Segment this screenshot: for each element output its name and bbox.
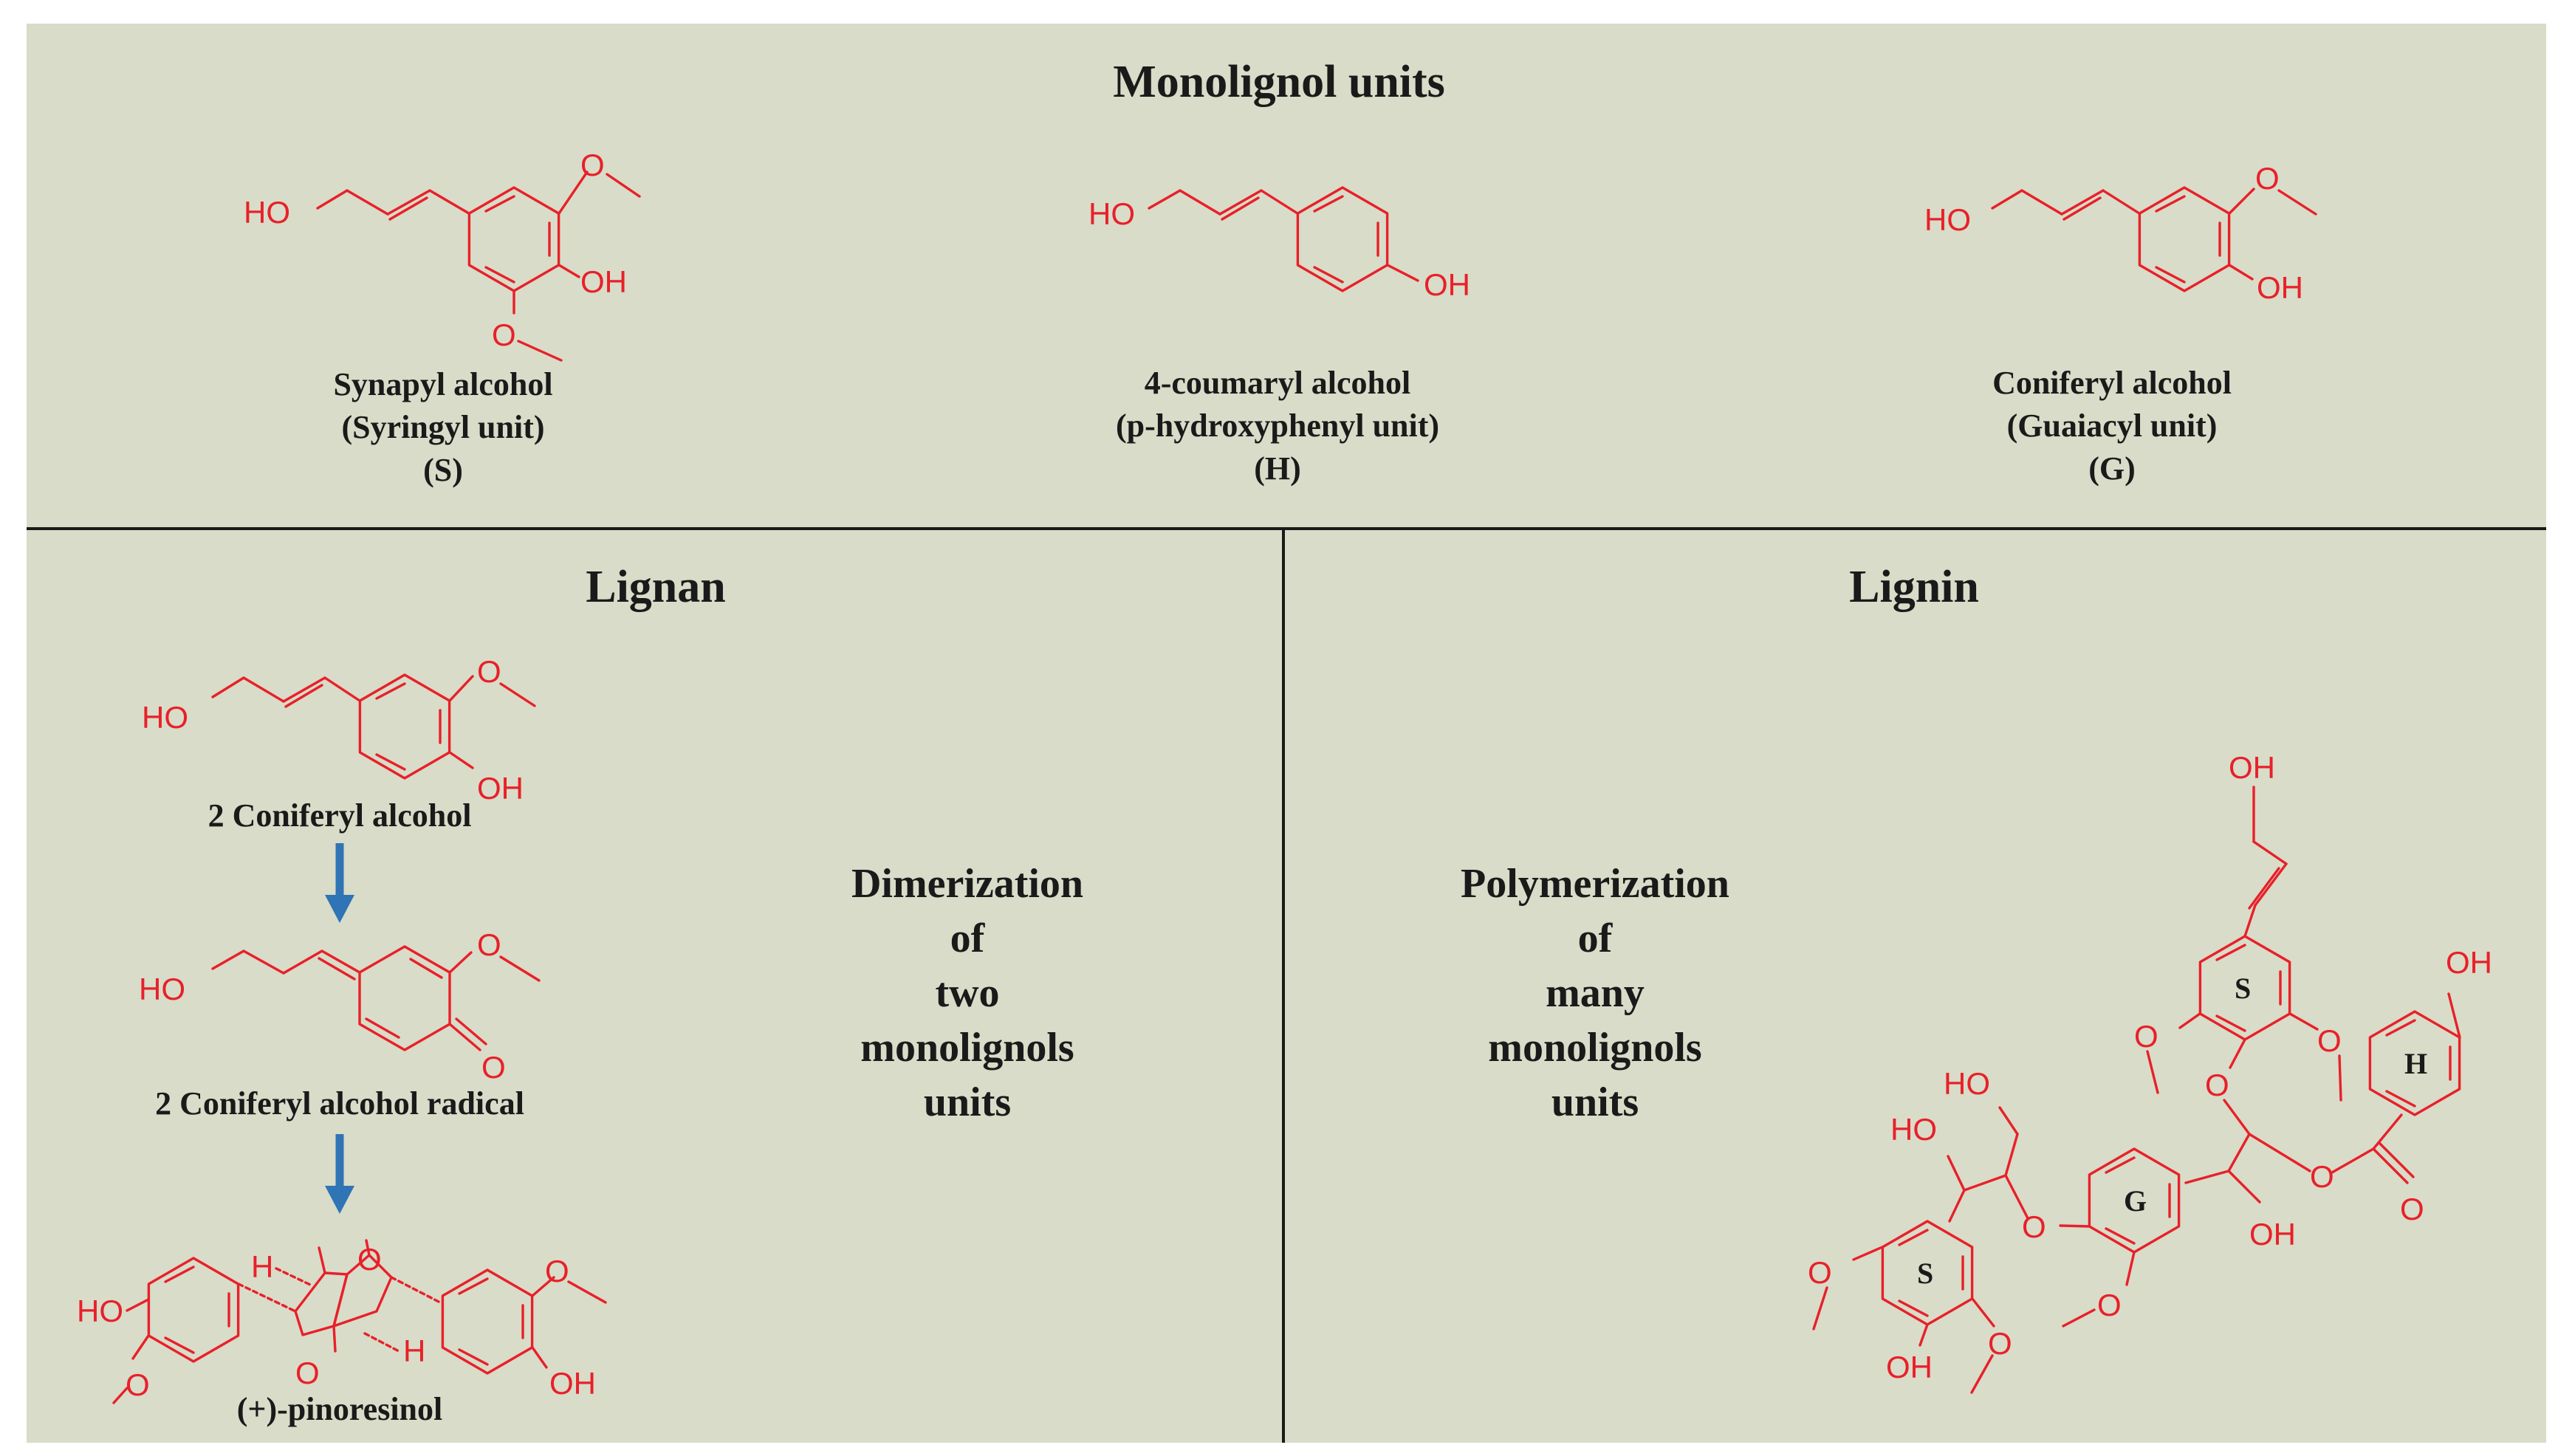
hydroxyl-label: OH	[1424, 267, 1470, 302]
ester-oxygen-label: O	[2310, 1159, 2334, 1194]
guaiacyl-ring-label: G	[2124, 1184, 2147, 1218]
coumaryl-alcohol-structure: HO OH	[1088, 186, 1470, 302]
compound-name: 4-coumaryl alcohol	[1144, 365, 1411, 401]
methoxy-oxygen-label: O	[2097, 1288, 2122, 1322]
methoxy-oxygen-label: O	[2317, 1023, 2342, 1058]
methoxy-oxygen-label: O	[477, 654, 501, 689]
step-radical-label: 2 Coniferyl alcohol radical	[155, 1085, 524, 1122]
compound-name: Coniferyl alcohol	[1992, 365, 2232, 401]
hydroxyl-label: HO	[1088, 196, 1135, 231]
unit-name: (p-hydroxyphenyl unit)	[1115, 408, 1440, 444]
lignin-polymer-structure: OH S O O O O O H OH OH G O	[1808, 750, 2492, 1394]
hydroxyl-label: HO	[1890, 1112, 1937, 1147]
hydroxyl-label: OH	[2446, 945, 2492, 980]
hydroxyl-label: HO	[244, 195, 290, 230]
hydroxyl-label: HO	[139, 972, 185, 1006]
methoxy-oxygen-label: O	[477, 927, 501, 962]
unit-abbreviation: (G)	[2088, 450, 2136, 487]
syringyl-ring-label: S	[1917, 1257, 1933, 1290]
process-line: monolignols	[1488, 1025, 1702, 1071]
polymerization-description: Polymerization of many monolignols units	[1410, 856, 1780, 1130]
ether-oxygen-label: O	[2205, 1068, 2229, 1102]
hydroxyl-label: HO	[77, 1294, 123, 1328]
synapyl-alcohol-caption: Synapyl alcohol (Syringyl unit) (S)	[281, 363, 606, 492]
step-pinoresinol-label: (+)-pinoresinol	[236, 1391, 443, 1427]
carbonyl-oxygen-label: O	[481, 1050, 506, 1085]
methoxy-oxygen-label: O	[1808, 1255, 1832, 1290]
coniferyl-radical-structure: HO O O	[139, 927, 541, 1085]
methoxy-oxygen-label: O	[2134, 1019, 2158, 1054]
pinoresinol-structure: HO O O O H H O OH	[77, 1239, 607, 1404]
ring-oxygen-label: O	[295, 1356, 320, 1390]
lignan-coniferyl-alcohol-structure: HO O OH	[142, 654, 536, 806]
process-line: Polymerization	[1461, 861, 1729, 907]
process-line: of	[1577, 916, 1613, 961]
syringyl-ring-label: S	[2235, 972, 2251, 1005]
process-line: monolignols	[860, 1025, 1074, 1071]
unit-name: (Syringyl unit)	[341, 409, 545, 445]
reaction-arrow	[325, 1134, 354, 1214]
carbonyl-oxygen-label: O	[2400, 1192, 2424, 1226]
hydrogen-label: H	[251, 1249, 273, 1284]
synapyl-alcohol-structure: HO O OH O	[244, 148, 641, 362]
hydroxyl-label: OH	[1886, 1350, 1933, 1384]
hydroxyl-label: HO	[1944, 1066, 1990, 1101]
process-line: many	[1546, 970, 1645, 1016]
lignin-title: Lignin	[1849, 562, 1979, 612]
unit-name: (Guaiacyl unit)	[2006, 408, 2218, 444]
process-line: Dimerization	[851, 861, 1084, 907]
process-line: of	[950, 916, 985, 961]
methoxy-oxygen-label: O	[580, 148, 605, 182]
figure-panel	[27, 24, 2546, 1443]
hydroxyl-label: OH	[2257, 270, 2303, 305]
process-line: units	[1551, 1079, 1639, 1125]
coumaryl-alcohol-caption: 4-coumaryl alcohol (p-hydroxyphenyl unit…	[1078, 362, 1477, 490]
hydroxyl-label: OH	[580, 264, 627, 299]
unit-abbreviation: (H)	[1254, 450, 1301, 487]
process-line: two	[935, 970, 1000, 1016]
hydrogen-label: H	[403, 1333, 425, 1368]
hydroxyl-label: OH	[2249, 1217, 2296, 1251]
step-coniferyl-alcohol-label: 2 Coniferyl alcohol	[208, 797, 472, 834]
methoxy-oxygen-label: O	[126, 1367, 150, 1402]
ring-oxygen-label: O	[357, 1242, 382, 1277]
lignan-title: Lignan	[586, 562, 726, 612]
monolignol-units-title: Monolignol units	[1113, 57, 1445, 107]
coniferyl-alcohol-structure: HO O OH	[1924, 161, 2317, 305]
methoxy-oxygen-label: O	[2255, 161, 2280, 196]
hydroxyl-label: HO	[142, 700, 188, 735]
methoxy-oxygen-label: O	[492, 317, 516, 352]
methoxy-oxygen-label: O	[545, 1254, 569, 1288]
hydroxyl-label: OH	[2229, 750, 2275, 785]
hydroxyl-label: OH	[549, 1366, 596, 1401]
dimerization-description: Dimerization of two monolignols units	[790, 856, 1145, 1130]
hydroxyl-label: HO	[1924, 202, 1971, 237]
unit-abbreviation: (S)	[423, 452, 463, 488]
hydroxyl-label: OH	[477, 771, 524, 806]
coniferyl-alcohol-caption: Coniferyl alcohol (Guaiacyl unit) (G)	[1950, 362, 2274, 490]
compound-name: Synapyl alcohol	[333, 366, 553, 402]
hydroxyphenyl-ring-label: H	[2404, 1047, 2427, 1080]
reaction-arrow	[325, 843, 354, 923]
process-line: units	[923, 1079, 1012, 1125]
